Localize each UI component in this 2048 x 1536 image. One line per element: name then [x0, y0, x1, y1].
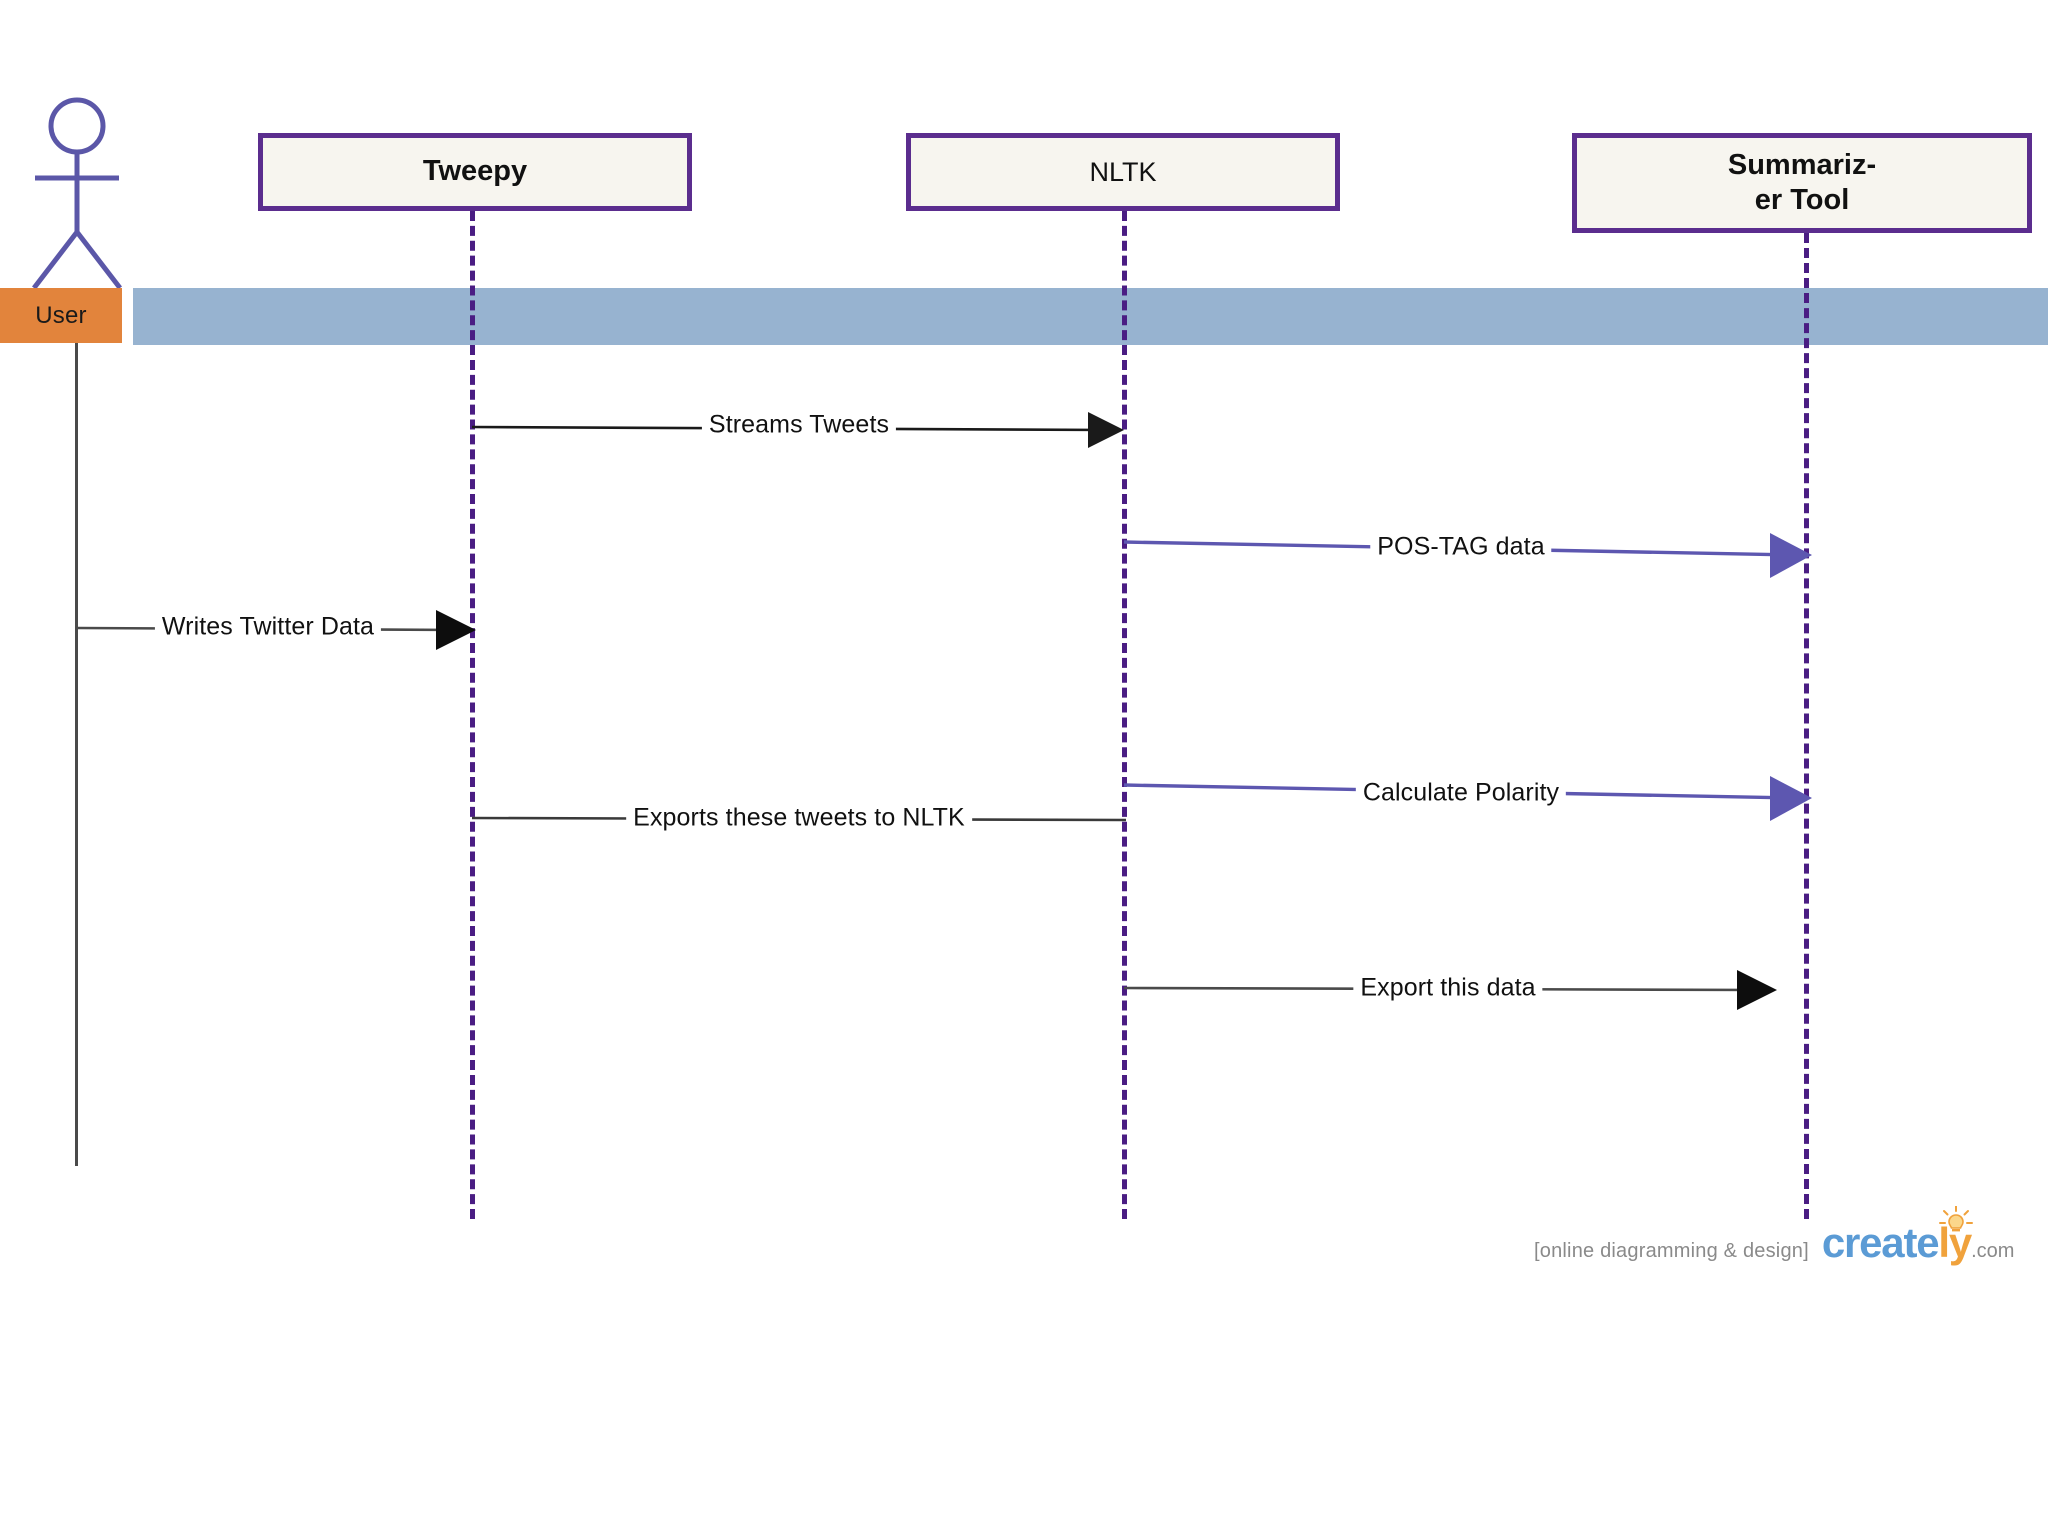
- lifeline-nltk: [1122, 211, 1127, 1219]
- stick-figure-actor-icon: [18, 96, 138, 292]
- actor-name: User: [35, 301, 87, 329]
- actor-lifeline: [75, 300, 78, 1166]
- watermark-tld: .com: [1971, 1240, 2015, 1262]
- participant-label-summarizer: Summariz-er Tool: [1577, 148, 2027, 219]
- lifeline-summarizer: [1804, 233, 1809, 1219]
- lightbulb-icon: [1938, 1198, 1973, 1232]
- message-label-exports-these-tweets-to-nltk: Exports these tweets to NLTK: [626, 803, 972, 833]
- participant-label-tweepy: Tweepy: [422, 155, 528, 188]
- message-label-pos-tag-data: POS-TAG data: [1370, 532, 1552, 562]
- watermark-tagline: [online diagramming & design]: [1534, 1240, 1809, 1262]
- participant-label-summarizer-line1: Summariz-: [1727, 148, 1877, 181]
- lifeline-tweepy: [470, 211, 475, 1219]
- participant-box-tweepy[interactable]: Tweepy: [258, 133, 692, 211]
- message-label-writes-twitter-data: Writes Twitter Data: [154, 612, 382, 642]
- participant-label-nltk: NLTK: [1089, 156, 1157, 187]
- watermark-brand-create: create: [1821, 1219, 1940, 1266]
- participant-label-summarizer-line2: er Tool: [1754, 184, 1850, 216]
- message-label-export-this-data: Export this data: [1353, 973, 1543, 1003]
- actor-label-box: User: [0, 288, 122, 343]
- participant-box-summarizer[interactable]: Summariz-er Tool: [1572, 133, 2032, 233]
- swimlane-band: [133, 288, 2048, 345]
- participant-box-nltk[interactable]: NLTK: [906, 133, 1340, 211]
- creately-watermark: [online diagramming & design] creately.c…: [1534, 1205, 2015, 1271]
- watermark-logo: creately.com: [1821, 1205, 2015, 1267]
- message-label-streams-tweets: Streams Tweets: [701, 410, 897, 440]
- message-label-calculate-polarity: Calculate Polarity: [1355, 778, 1567, 808]
